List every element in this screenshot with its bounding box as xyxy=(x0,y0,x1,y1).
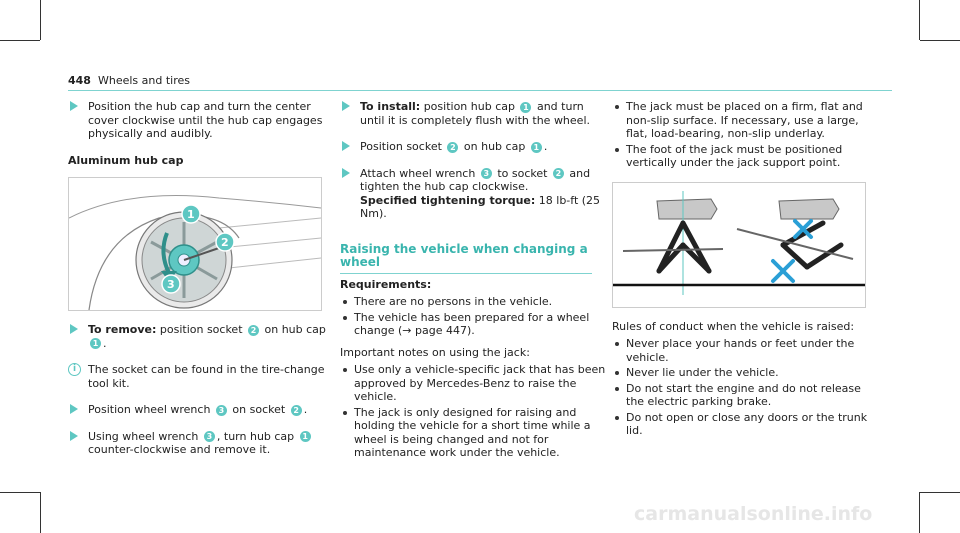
list-item: Never place your hands or feet under the… xyxy=(612,337,874,364)
jack-notes-intro: Important notes on using the jack: xyxy=(340,345,530,359)
rules-intro: Rules of conduct when the vehicle is rai… xyxy=(612,319,855,333)
column-right: The jack must be placed on a firm, flat … xyxy=(612,100,874,446)
step-arrow-icon xyxy=(342,101,350,111)
step-position-socket: Position socket 2 on hub cap 1. xyxy=(340,140,608,154)
list-item: The foot of the jack must be positioned … xyxy=(612,143,874,170)
section-heading: Raising the vehicle when changing a whee… xyxy=(340,242,608,274)
step-remove: To remove: position socket 2 on hub cap … xyxy=(68,323,330,350)
crop-mark xyxy=(919,492,920,533)
watermark: carmanualsonline.info xyxy=(634,503,873,525)
step-arrow-icon xyxy=(70,101,78,111)
crop-mark xyxy=(919,0,920,40)
step-position-wrench: Position wheel wrench 3 on socket 2. xyxy=(68,403,330,417)
callout-badge-1: 1 xyxy=(299,431,311,442)
info-icon: i xyxy=(68,363,81,376)
torque-value: 18 lb-ft (25 Nm). xyxy=(360,193,601,221)
callout-3: 3 xyxy=(167,278,175,291)
callout-badge-3: 3 xyxy=(215,404,227,416)
jack-illustration xyxy=(613,190,865,295)
figure-title: Aluminum hub cap xyxy=(68,153,184,167)
step-arrow-icon xyxy=(70,324,78,334)
callout-badge-2: 2 xyxy=(447,141,459,153)
list-item: There are no persons in the vehicle. xyxy=(340,295,608,309)
list-item: The vehicle has been prepared for a whee… xyxy=(340,311,608,338)
crop-mark xyxy=(920,492,960,493)
hub-cap-figure: 1 2 3 xyxy=(68,177,322,311)
torque-label: Specified tightening torque: xyxy=(360,193,536,207)
callout-badge-1: 1 xyxy=(520,101,532,113)
column-left: Position the hub cap and turn the center… xyxy=(68,100,330,470)
callout-badge-2: 2 xyxy=(552,168,564,179)
column-middle: To install: position hub cap 1 and turn … xyxy=(340,100,608,468)
list-item: Use only a vehicle-specific jack that ha… xyxy=(340,363,608,404)
callout-badge-3: 3 xyxy=(203,431,215,442)
crop-mark xyxy=(40,492,41,533)
requirements-label: Requirements: xyxy=(340,277,432,291)
step-install: To install: position hub cap 1 and turn … xyxy=(340,100,608,127)
callout-2: 2 xyxy=(221,236,229,249)
step-arrow-icon xyxy=(342,167,350,178)
callout-badge-2: 2 xyxy=(248,324,260,336)
callout-badge-1: 1 xyxy=(90,338,101,349)
page-header: 448 Wheels and tires xyxy=(68,74,190,87)
info-note: i The socket can be found in the tire-ch… xyxy=(68,363,330,390)
callout-badge-2: 2 xyxy=(290,404,302,416)
jack-notes-list: Use only a vehicle-specific jack that ha… xyxy=(340,363,608,460)
list-item: The jack is only designed for raising an… xyxy=(340,406,608,460)
page-number: 448 xyxy=(68,74,91,87)
callout-1: 1 xyxy=(187,208,195,221)
list-item: Never lie under the vehicle. xyxy=(612,366,874,380)
wheel-illustration xyxy=(69,195,321,310)
requirements-list: There are no persons in the vehicle. The… xyxy=(340,295,608,338)
step-turn-hub-cap: Using wheel wrench 3, turn hub cap 1 cou… xyxy=(68,430,330,457)
header-rule xyxy=(68,90,892,91)
callout-badge-3: 3 xyxy=(480,168,492,179)
step-arrow-icon xyxy=(70,430,78,441)
step-attach-wrench: Attach wheel wrench 3 to socket 2 and ti… xyxy=(340,167,608,221)
jack-placement-list: The jack must be placed on a firm, flat … xyxy=(612,100,874,170)
step-position-hub-cap: Position the hub cap and turn the center… xyxy=(68,100,330,141)
list-item: Do not start the engine and do not relea… xyxy=(612,382,874,409)
crop-mark xyxy=(920,40,960,41)
crop-mark xyxy=(40,0,41,40)
crop-mark xyxy=(0,492,40,493)
rules-list: Never place your hands or feet under the… xyxy=(612,337,874,438)
section-title: Wheels and tires xyxy=(97,74,190,87)
list-item: The jack must be placed on a firm, flat … xyxy=(612,100,874,141)
step-arrow-icon xyxy=(342,141,350,151)
crop-mark xyxy=(0,40,40,41)
callout-badge-1: 1 xyxy=(530,141,542,153)
jack-figure xyxy=(612,181,866,308)
step-arrow-icon xyxy=(70,404,78,414)
list-item: Do not open or close any doors or the tr… xyxy=(612,411,874,438)
